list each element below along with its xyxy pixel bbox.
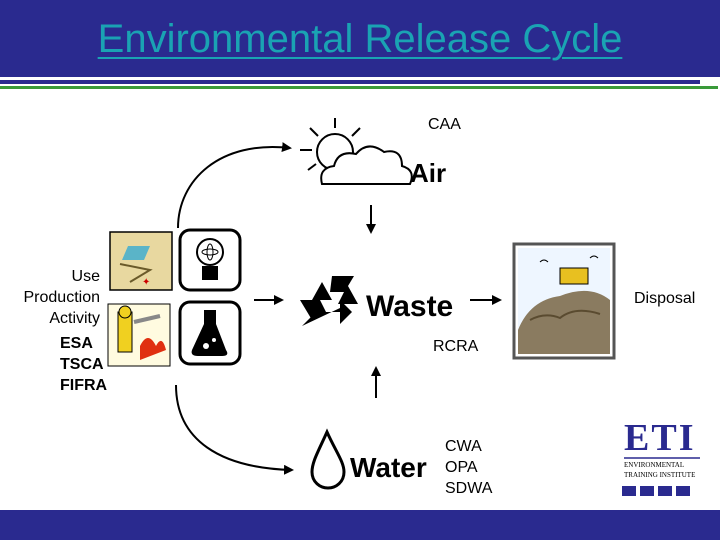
- eti-logo-letters: ETI: [624, 417, 696, 459]
- water-law-list: CWA OPA SDWA: [445, 436, 492, 499]
- eti-logo-line1: ENVIRONMENTAL: [624, 461, 685, 469]
- chemistry-flask-icon: [178, 300, 242, 366]
- waste-caption: Waste: [366, 290, 454, 323]
- activity-line: Use: [71, 268, 100, 285]
- activity-law-list: ESA TSCA FIFRA: [60, 333, 107, 396]
- curve-arrow-to-air: [177, 142, 292, 229]
- waste-law-label: RCRA: [433, 338, 479, 355]
- activity-law-label: TSCA: [60, 356, 104, 373]
- sun-icon: [300, 118, 361, 171]
- water-drop-icon: [310, 428, 346, 490]
- landfill-illustration: [512, 242, 616, 360]
- water-caption: Water: [350, 452, 427, 483]
- recycle-icon: [300, 276, 358, 326]
- hazmat-worker-illustration: [107, 303, 171, 367]
- page-title: Environmental Release Cycle: [97, 17, 623, 61]
- activity-label-group: Use Production Activity: [4, 266, 101, 329]
- air-law-label: CAA: [428, 116, 461, 133]
- svg-text:✦: ✦: [142, 277, 150, 288]
- activity-law-label: ESA: [60, 335, 93, 352]
- manual-illustration: ✦: [109, 231, 173, 291]
- cloud-icon: [320, 145, 413, 185]
- header-rule: [0, 80, 700, 84]
- water-law-label: OPA: [445, 459, 478, 476]
- curve-arrow-to-water: [175, 384, 294, 475]
- eti-logo-line2: TRAINING INSTITUTE: [624, 471, 696, 479]
- water-law-label: CWA: [445, 438, 482, 455]
- footer-bar: [0, 510, 720, 540]
- eti-logo: [622, 457, 700, 496]
- activity-line: Production: [23, 289, 101, 306]
- accent-rule: [0, 86, 718, 89]
- air-caption: Air: [410, 158, 447, 188]
- activity-law-label: FIFRA: [60, 377, 108, 394]
- disposal-label: Disposal: [634, 290, 696, 307]
- activity-line: Activity: [49, 310, 100, 327]
- water-law-label: SDWA: [445, 480, 493, 497]
- lightbulb-icon: [178, 228, 242, 292]
- title-banner: [0, 0, 720, 77]
